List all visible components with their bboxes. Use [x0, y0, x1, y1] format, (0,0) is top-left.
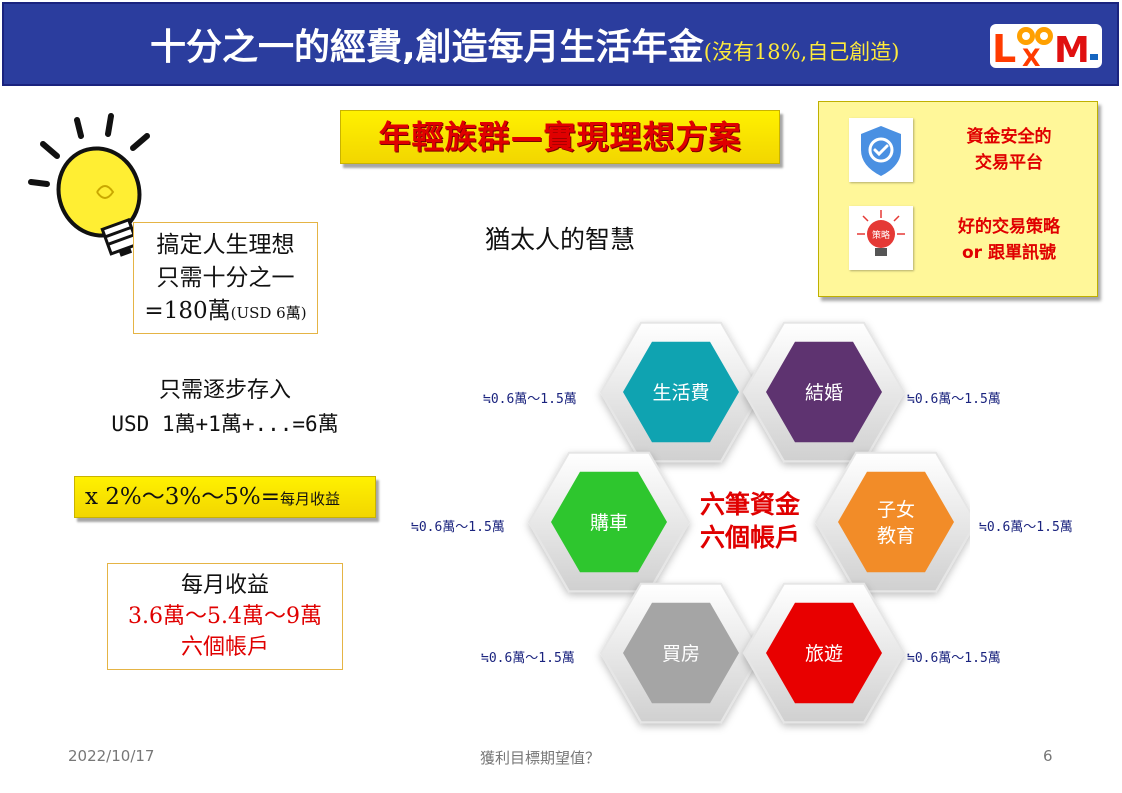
rate-text: x 2%～3%～5%=每月收益 — [75, 477, 375, 519]
hex-marriage-label: 結婚 — [805, 382, 843, 404]
banner-title: 年輕族群—實現理想方案 — [340, 110, 780, 164]
center-label: 六筆資金 六個帳戶 — [680, 488, 820, 554]
title-main: 十分之一的經費,創造每月生活年金 — [150, 27, 704, 68]
hex-education-label: 子女 — [877, 499, 915, 521]
center-line1: 六筆資金 — [699, 490, 800, 519]
slide-title: 十分之一的經費,創造每月生活年金(沒有18%,自己創造) — [150, 18, 900, 68]
monthly-income-box: 每月收益 3.6萬～5.4萬～9萬 六個帳戶 — [107, 563, 343, 670]
strategy-bulb-icon: 策略 — [849, 206, 913, 270]
note1-line3: =180萬(USD 6萬) — [134, 295, 317, 330]
info-item1-text: 資金安全的 交易平台 — [929, 124, 1089, 176]
income-line3: 六個帳戶 — [180, 635, 269, 660]
life-goal-note: 搞定人生理想 只需十分之一 =180萬(USD 6萬) — [133, 222, 318, 334]
hex-education — [838, 471, 954, 573]
header-bar — [2, 2, 1119, 86]
hex-car-label: 購車 — [590, 512, 628, 534]
title-subtitle: (沒有18%,自己創造) — [703, 40, 900, 64]
page-number: 6 — [1043, 747, 1053, 765]
lookm-logo: L X M — [990, 24, 1102, 70]
banner-text: 年輕族群—實現理想方案 — [378, 118, 742, 156]
strategy-badge: 策略 — [872, 229, 890, 241]
step-line2: USD 1萬+1萬+...=6萬 — [111, 412, 339, 436]
hex-house — [623, 602, 739, 704]
svg-text:M: M — [1054, 30, 1090, 70]
amount-house: ≒0.6萬～1.5萬 — [481, 651, 575, 666]
amount-marriage: ≒0.6萬～1.5萬 — [907, 392, 1001, 407]
step-line1: 只需逐步存入 — [158, 378, 291, 403]
amount-living-expenses: ≒0.6萬～1.5萬 — [483, 392, 577, 407]
rate-small: 每月收益 — [280, 490, 341, 508]
hex-car — [551, 471, 667, 573]
hex-house-label: 買房 — [662, 643, 700, 665]
wisdom-heading: 猶太人的智慧 — [484, 225, 635, 254]
amount-travel: ≒0.6萬～1.5萬 — [907, 651, 1001, 666]
svg-text:X: X — [1022, 44, 1041, 70]
hex-education-label: 教育 — [877, 525, 915, 547]
note1-usd: (USD 6萬) — [230, 304, 307, 322]
income-line1: 每月收益 — [180, 573, 269, 598]
deposit-steps: 只需逐步存入 USD 1萬+1萬+...=6萬 — [60, 374, 390, 440]
note1-line2: 只需十分之一 — [156, 265, 295, 291]
light-bulb-icon — [28, 113, 150, 257]
rate-main: x 2%～3%～5%= — [85, 484, 281, 510]
income-line2: 3.6萬～5.4萬～9萬 — [128, 604, 322, 629]
center-line2: 六個帳戶 — [699, 523, 800, 552]
hex-living-expenses-label: 生活費 — [652, 382, 709, 404]
info-item1-line2: 交易平台 — [975, 153, 1043, 173]
info-box: 資金安全的 交易平台 策略 好的交易策略 or 跟單訊號 — [818, 101, 1098, 297]
info-item2-line1: 好的交易策略 — [958, 217, 1060, 237]
hex-living-expenses — [623, 341, 739, 443]
svg-text:L: L — [992, 27, 1016, 70]
info-item2-text: 好的交易策略 or 跟單訊號 — [929, 214, 1089, 266]
footer-date: 2022/10/17 — [68, 747, 155, 765]
info-item1-line1: 資金安全的 — [966, 127, 1052, 147]
info-item2-line2: or 跟單訊號 — [962, 243, 1056, 263]
hex-marriage — [766, 341, 882, 443]
footer-title: 獲利目標期望值？ — [480, 749, 601, 767]
amount-car: ≒0.6萬～1.5萬 — [411, 520, 505, 535]
shield-check-icon — [849, 118, 913, 182]
note1-line1: 搞定人生理想 — [156, 232, 295, 258]
hex-travel-label: 旅遊 — [805, 643, 843, 665]
hex-travel — [766, 602, 882, 704]
amount-education: ≒0.6萬～1.5萬 — [979, 520, 1073, 535]
rate-box: x 2%～3%～5%=每月收益 — [74, 476, 376, 518]
note1-amount: =180萬 — [144, 298, 231, 324]
